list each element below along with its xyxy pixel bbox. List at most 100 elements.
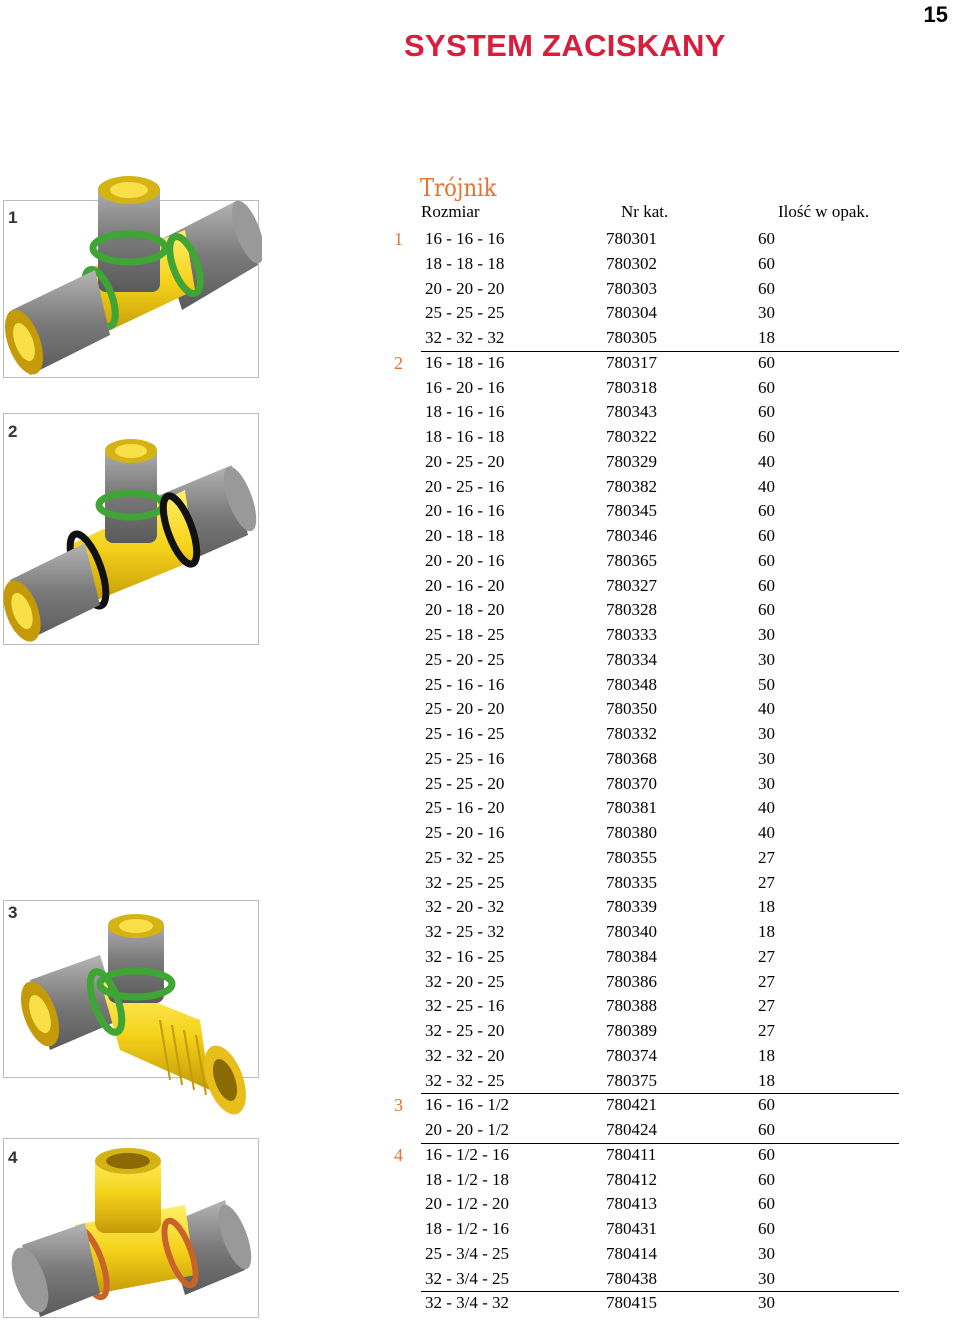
size-cell: 16 - 18 - 16 (425, 352, 505, 372)
size-cell: 32 - 16 - 25 (425, 946, 505, 966)
size-cell: 25 - 3/4 - 25 (425, 1243, 510, 1263)
catalog-number-cell: 780384 (606, 946, 657, 966)
catalog-number-cell: 780414 (606, 1243, 657, 1263)
quantity-cell: 30 (758, 625, 775, 644)
catalog-number-cell: 780382 (606, 476, 657, 496)
size-cell: 18 - 16 - 18 (425, 427, 505, 446)
quantity-cell: 27 (758, 847, 775, 867)
group-number: 2 (394, 352, 403, 373)
table-row: 20 - 16 - 16 780345 60 (0, 499, 960, 524)
catalog-number-cell: 780438 (606, 1268, 657, 1288)
section-title: Trójnik (420, 174, 497, 202)
size-cell: 25 - 16 - 16 (425, 674, 505, 694)
size-cell: 25 - 32 - 25 (425, 847, 505, 867)
size-cell: 25 - 25 - 16 (425, 748, 505, 768)
column-header-catalog-number: Nr kat. (621, 202, 669, 221)
catalog-number-cell: 780302 (606, 253, 657, 273)
catalog-number-cell: 780303 (606, 278, 657, 298)
quantity-cell: 27 (758, 872, 775, 892)
quantity-cell: 60 (758, 402, 775, 422)
size-cell: 18 - 16 - 16 (425, 402, 505, 422)
size-cell: 18 - 1/2 - 16 (425, 1219, 510, 1238)
catalog-number-cell: 780345 (606, 501, 657, 521)
quantity-cell: 27 (758, 971, 775, 991)
quantity-cell: 60 (758, 229, 775, 248)
figure-label-4: 4 (8, 1148, 18, 1167)
catalog-number-cell: 780335 (606, 872, 657, 892)
quantity-cell: 60 (758, 1194, 775, 1214)
quantity-cell: 30 (758, 1243, 775, 1263)
size-cell: 32 - 3/4 - 32 (425, 1293, 510, 1313)
tee-fitting-4-illustration (11, 1148, 252, 1317)
tee-fitting-1-illustration (4, 176, 262, 375)
catalog-number-cell: 780318 (606, 377, 657, 397)
size-cell: 25 - 20 - 25 (425, 649, 505, 669)
catalog-number-cell: 780317 (606, 352, 657, 372)
size-cell: 20 - 18 - 18 (425, 526, 505, 545)
size-cell: 25 - 20 - 20 (425, 699, 505, 719)
catalog-number-cell: 780368 (606, 748, 657, 768)
tee-fitting-3-illustration (20, 914, 246, 1115)
catalog-number-cell: 780343 (606, 402, 657, 422)
size-cell: 16 - 20 - 16 (425, 377, 505, 397)
size-cell: 20 - 18 - 20 (425, 600, 505, 620)
quantity-cell: 40 (758, 699, 775, 719)
page-number: 15 (923, 2, 948, 27)
column-header-size: Rozmiar (421, 202, 480, 221)
catalog-number-cell: 780339 (606, 897, 657, 917)
catalog-number-cell: 780327 (606, 575, 657, 595)
quantity-cell: 60 (758, 253, 775, 273)
size-cell: 20 - 16 - 16 (425, 501, 505, 521)
catalog-number-cell: 780340 (606, 922, 657, 941)
column-header-quantity: Ilość w opak. (778, 202, 870, 221)
quantity-cell: 30 (758, 1293, 775, 1313)
size-cell: 25 - 16 - 20 (425, 798, 505, 818)
catalog-number-cell: 780304 (606, 303, 657, 323)
size-cell: 32 - 25 - 20 (425, 1021, 505, 1040)
quantity-cell: 30 (758, 773, 775, 793)
catalog-number-cell: 780412 (606, 1169, 657, 1189)
quantity-cell: 27 (758, 946, 775, 966)
quantity-cell: 60 (758, 501, 775, 521)
quantity-cell: 40 (758, 798, 775, 818)
quantity-cell: 30 (758, 303, 775, 323)
quantity-cell: 60 (758, 377, 775, 397)
quantity-cell: 60 (758, 1120, 775, 1139)
size-cell: 20 - 20 - 20 (425, 278, 505, 298)
catalog-number-cell: 780334 (606, 649, 657, 669)
size-cell: 20 - 25 - 16 (425, 476, 505, 496)
size-cell: 32 - 25 - 32 (425, 922, 505, 941)
quantity-cell: 60 (758, 526, 775, 545)
size-cell: 20 - 16 - 20 (425, 575, 505, 595)
group-number: 1 (394, 229, 403, 249)
table-row: 32 - 16 - 25 780384 27 (0, 945, 960, 970)
catalog-number-cell: 780411 (606, 1144, 657, 1164)
